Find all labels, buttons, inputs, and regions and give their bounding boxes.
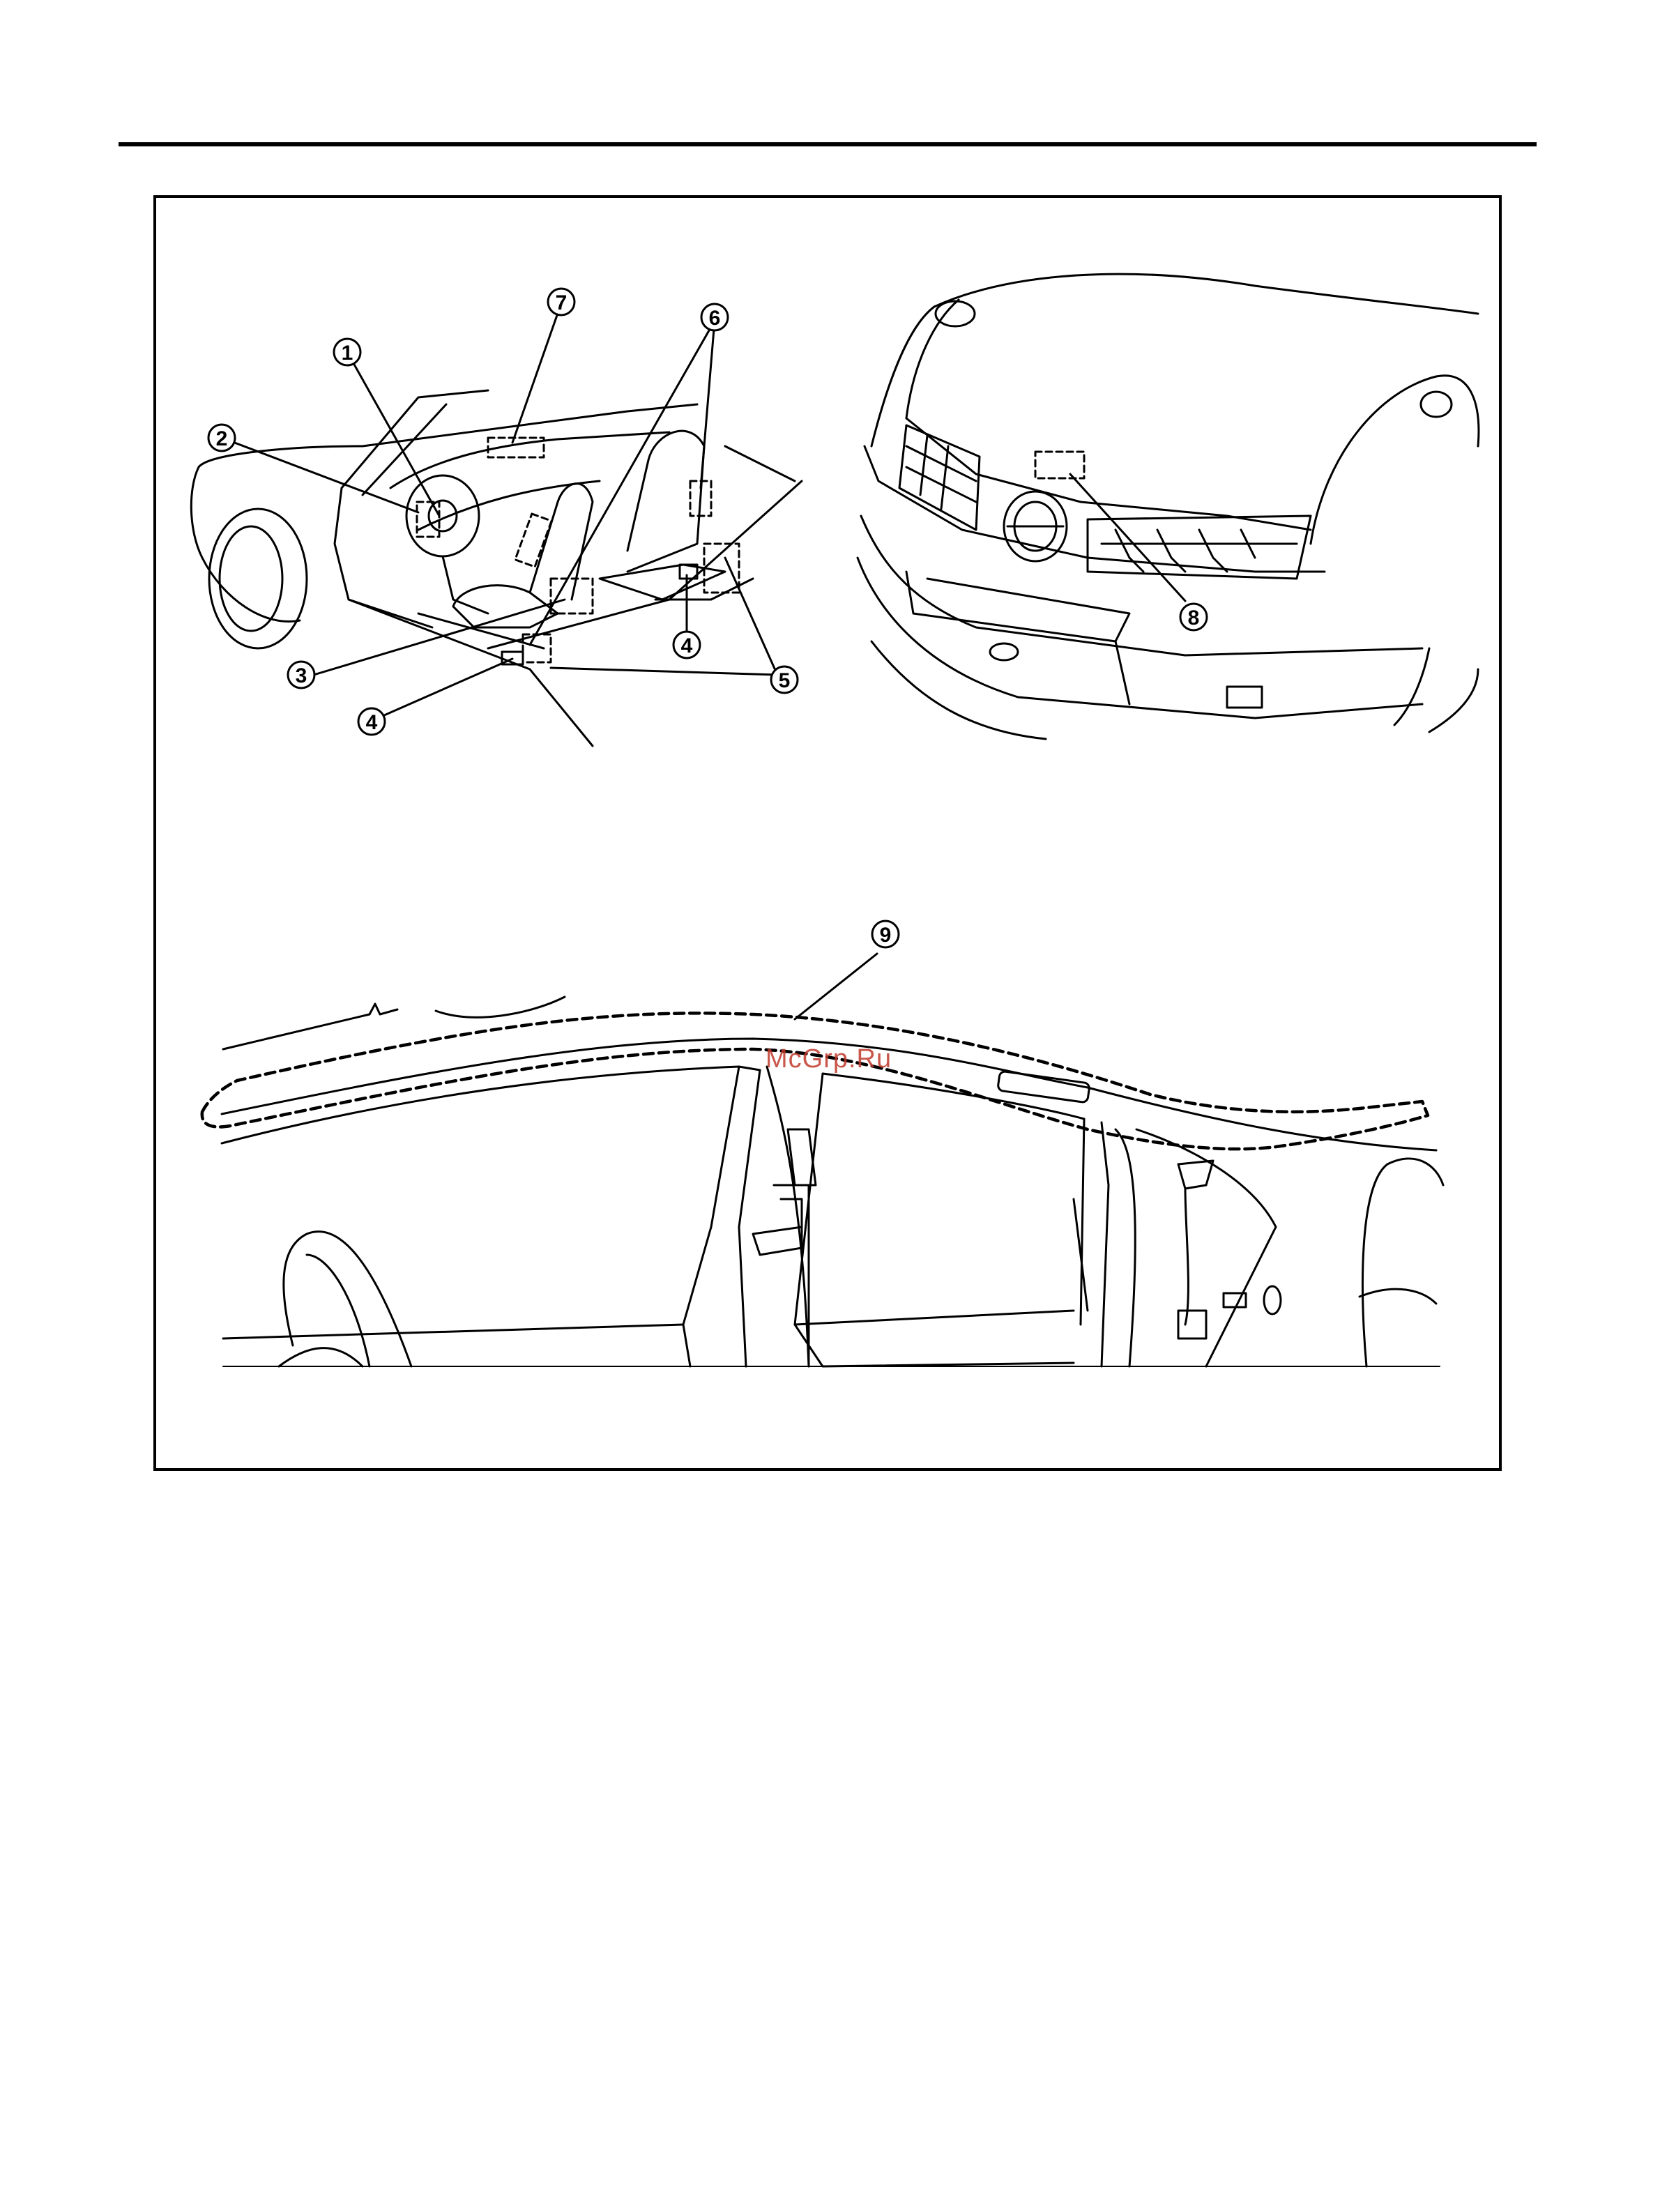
svg-text:9: 9 xyxy=(880,924,892,947)
callout-5: 5 xyxy=(771,666,798,693)
callout-4-rear: 4 xyxy=(673,632,700,658)
svg-text:4: 4 xyxy=(366,711,378,734)
svg-text:8: 8 xyxy=(1188,607,1200,630)
callout-4-front: 4 xyxy=(358,708,385,735)
svg-text:2: 2 xyxy=(216,427,228,450)
svg-text:3: 3 xyxy=(296,664,307,687)
callout-2: 2 xyxy=(208,425,235,451)
callouts: 1 2 3 4 4 5 6 7 xyxy=(208,289,1207,947)
callout-1: 1 xyxy=(334,339,360,365)
svg-text:7: 7 xyxy=(556,291,568,314)
vehicle-front-illustration xyxy=(858,274,1479,739)
callout-8: 8 xyxy=(1180,604,1207,630)
svg-text:4: 4 xyxy=(681,634,693,657)
watermark-text: McGrp.Ru xyxy=(766,1044,892,1074)
callout-6: 6 xyxy=(701,304,728,330)
callout-7: 7 xyxy=(548,289,574,315)
callout-3: 3 xyxy=(288,662,314,688)
svg-text:5: 5 xyxy=(779,669,791,692)
svg-text:1: 1 xyxy=(342,342,353,365)
callout-9: 9 xyxy=(872,921,899,947)
svg-text:6: 6 xyxy=(709,307,721,330)
interior-cutaway-illustration xyxy=(191,390,802,746)
